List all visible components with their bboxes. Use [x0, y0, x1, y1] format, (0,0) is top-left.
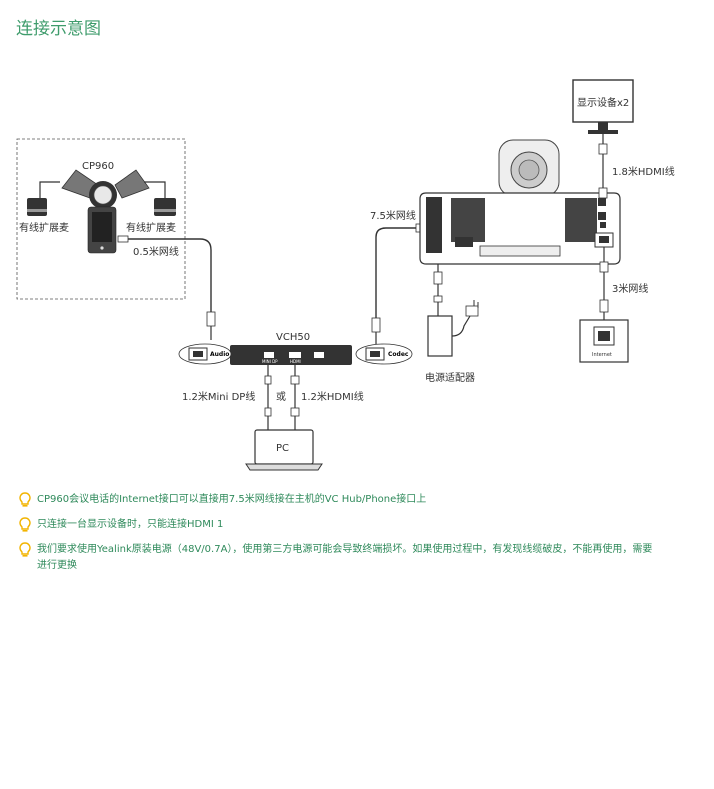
internet-socket [579, 319, 629, 363]
note-item: 我们要求使用Yealink原装电源（48V/0.7A），使用第三方电源可能会导致… [18, 542, 658, 574]
power-adapter [427, 264, 479, 357]
cable-1.2m-hdmi-label: 1.2米HDMI线 [301, 390, 364, 403]
note-text: 我们要求使用Yealink原装电源（48V/0.7A），使用第三方电源可能会导致… [37, 544, 653, 571]
note-text: CP960会议电话的Internet接口可以直接用7.5米网线接在主机的VC H… [37, 494, 427, 505]
notes-list: CP960会议电话的Internet接口可以直接用7.5米网线接在主机的VC H… [18, 492, 658, 583]
cable-0.5m-label: 0.5米网线 [133, 245, 179, 258]
vch50-hub [230, 345, 352, 365]
note-text: 只连接一台显示设备时，只能连接HDMI 1 [37, 519, 224, 530]
mic-right-label: 有线扩展麦 [126, 221, 176, 234]
codec-label: Codec [388, 351, 409, 358]
cp960-group-box [16, 138, 186, 300]
audio-label: Audio [210, 351, 229, 358]
cable-to-pc [264, 365, 300, 430]
vch50-label: VCH50 [276, 332, 310, 343]
pc-laptop [245, 429, 323, 471]
page-title: 连接示意图 [16, 19, 101, 39]
internet-label: Internet [592, 352, 612, 358]
cable-1.2m-minidp-label: 1.2米Mini DP线 [182, 390, 255, 403]
mic-left-label: 有线扩展麦 [19, 221, 69, 234]
display-device [572, 79, 634, 134]
expansion-mic-left [27, 181, 60, 216]
port-hdmi-label: HDMI [290, 359, 301, 364]
cable-3m-label: 3米网线 [612, 282, 648, 295]
cable-3m [599, 247, 609, 322]
port-minidp-label: MINI DP [262, 359, 278, 364]
power-adapter-label: 电源适配器 [425, 371, 475, 384]
cable-1.8m-hdmi-label: 1.8米HDMI线 [612, 165, 675, 178]
expansion-mic-right [144, 181, 176, 216]
audio-port-callout [178, 343, 232, 365]
cable-1.8m-hdmi [598, 134, 608, 199]
codec-port-callout [355, 343, 413, 365]
pc-label: PC [276, 443, 289, 454]
cable-7.5m [371, 223, 427, 344]
cable-7.5m-label: 7.5米网线 [370, 209, 416, 222]
lightbulb-icon [19, 517, 31, 532]
connection-diagram: CP960 有线扩展麦 有线扩展麦 0.5米网线 VCH50 MINI DP H… [16, 79, 675, 471]
cable-0.5m [117, 235, 216, 340]
lightbulb-icon [19, 492, 31, 507]
display-label: 显示设备x2 [577, 96, 629, 109]
host-unit [419, 192, 621, 265]
cp960-label: CP960 [82, 161, 114, 172]
cp960-phone [61, 169, 150, 254]
or-label: 或 [276, 391, 286, 403]
note-item: CP960会议电话的Internet接口可以直接用7.5米网线接在主机的VC H… [18, 492, 658, 508]
note-item: 只连接一台显示设备时，只能连接HDMI 1 [18, 517, 658, 533]
lightbulb-icon [19, 542, 31, 557]
